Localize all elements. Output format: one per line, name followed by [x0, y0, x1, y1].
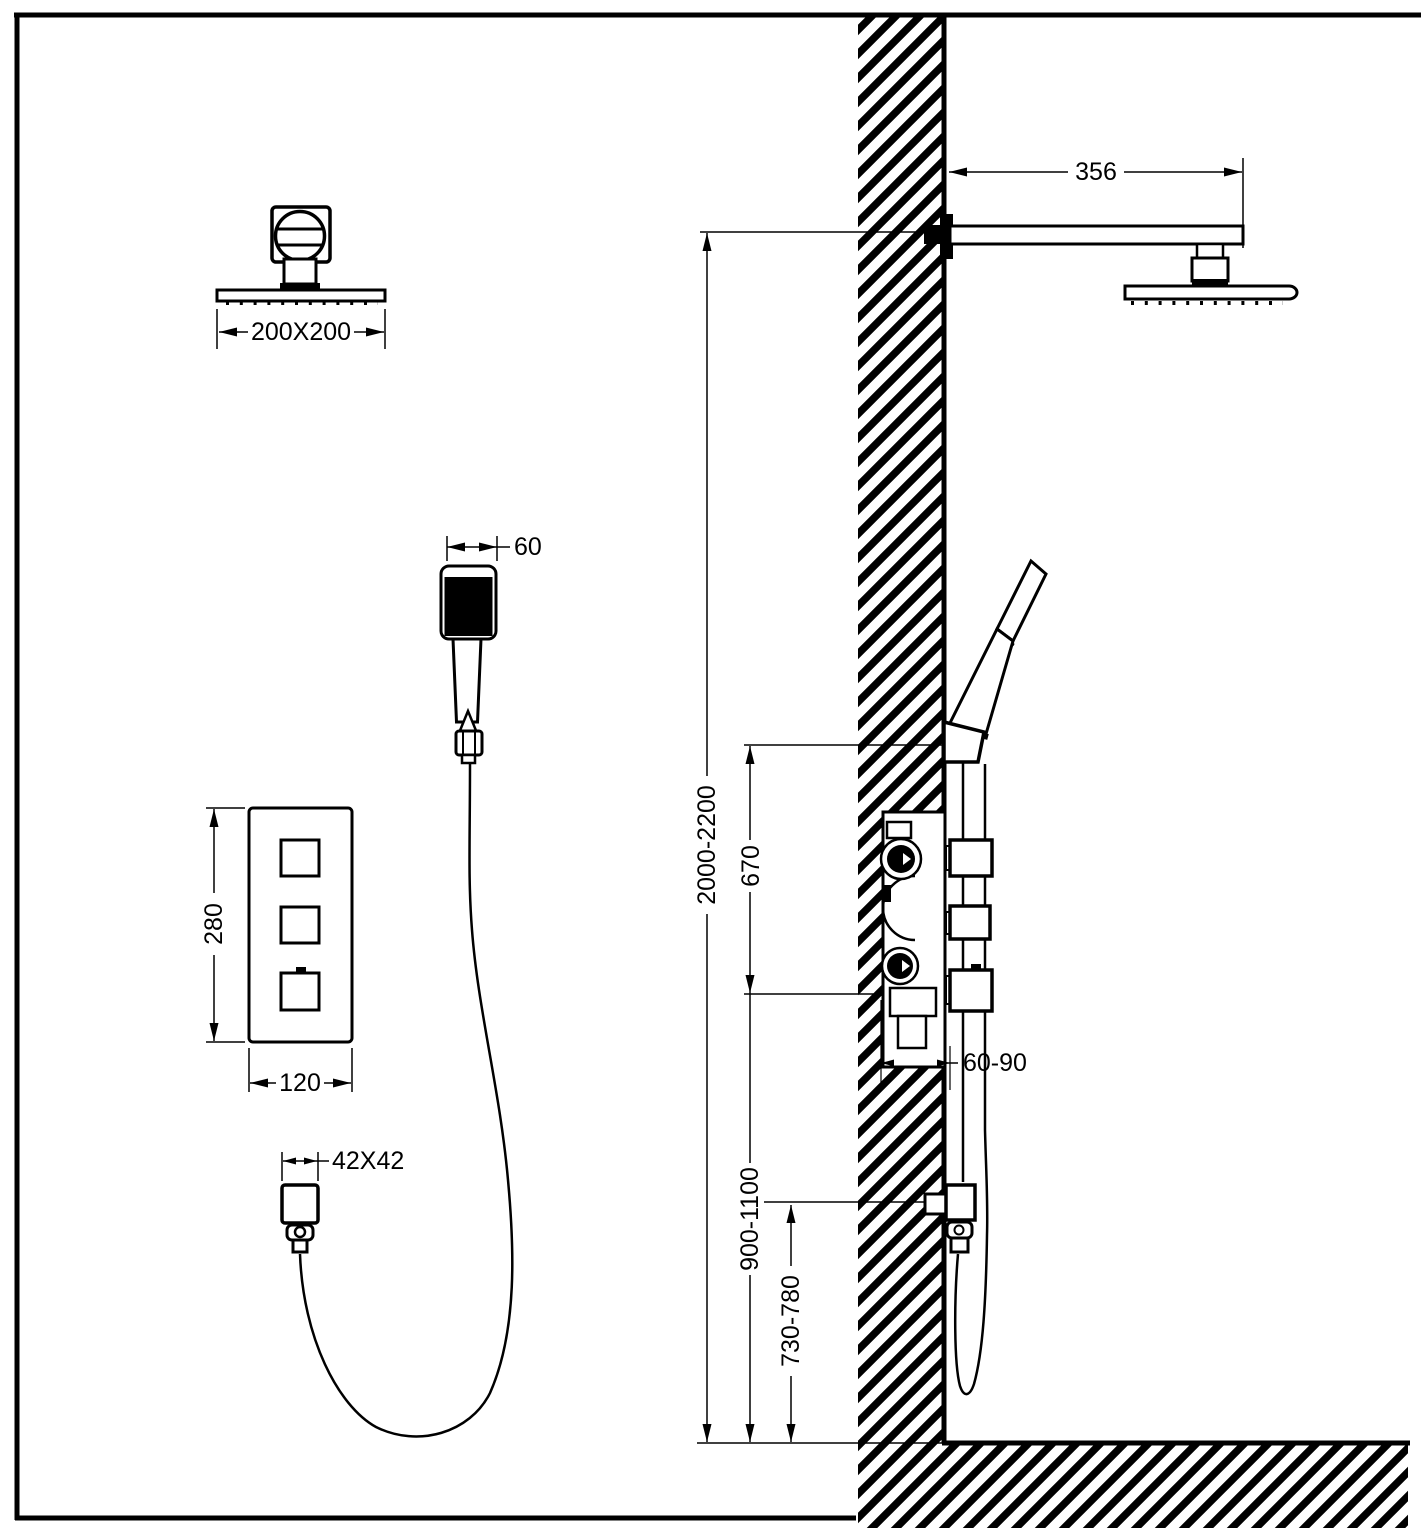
hand-shower-holder: [942, 719, 987, 764]
hose-nut: [454, 729, 484, 757]
valve-knob-side-3: [948, 968, 994, 1013]
dim-label-handshower-width: 60: [514, 533, 542, 561]
shower-hose: [298, 762, 514, 1438]
outlet-embedded-elbow: [923, 1192, 948, 1216]
dim-label-recess-depth: 60-90: [963, 1049, 1027, 1077]
valve-knob-2: [279, 905, 321, 945]
head-stem-lower: [1190, 256, 1230, 283]
outlet-connector-side: [949, 1236, 970, 1254]
valve-knob-3: [279, 971, 321, 1012]
knob-index-tab-side: [971, 964, 981, 970]
hose-connector: [460, 753, 477, 765]
hand-shower-face: [444, 577, 493, 636]
dim-label-outlet-height-range: 730-780: [777, 1275, 805, 1367]
overhead-shower-front-view: [215, 205, 387, 305]
valve-cartridge-1: [887, 845, 915, 873]
dim-label-panel-height: 280: [200, 903, 228, 945]
hand-shower-handle-side: [995, 558, 1048, 644]
shower-arm: [948, 224, 1245, 246]
wall-outlet-side-view: [923, 1183, 977, 1254]
dim-label-valve-span: 670: [737, 845, 765, 887]
outlet-connector: [291, 1238, 309, 1254]
valve-knob-1: [279, 838, 321, 878]
outlet-nut-detail: [293, 1225, 307, 1239]
dim-label-valve-height-range: 900-1100: [736, 1167, 764, 1271]
dim-label-height-overall: 2000-2200: [693, 785, 721, 905]
dim-label-arm-length: 356: [1075, 158, 1117, 186]
wall-section-hatched: [858, 15, 1408, 1528]
dim-label-panel-width: 120: [279, 1069, 321, 1097]
valve-knob-side-1: [948, 838, 994, 878]
dim-label-overhead-size: 200X200: [251, 318, 351, 346]
hand-shower-head-side: [946, 626, 1015, 736]
valve-knob-side-2: [948, 904, 992, 941]
wall-outlet-front-view: [280, 1183, 320, 1254]
dimension-lines: [206, 158, 1244, 1442]
shower-head-plate: [215, 288, 387, 303]
outlet-escutcheon-side: [944, 1183, 977, 1222]
overhead-head-side: [1123, 284, 1299, 301]
ball-joint: [273, 209, 327, 263]
valve-cartridge-2: [887, 953, 913, 979]
hand-shower-in-holder: [942, 558, 1048, 764]
concealed-valve-side-view: [879, 810, 994, 1069]
knob-index-tab: [296, 967, 306, 973]
shower-stem: [282, 257, 318, 286]
outlet-escutcheon: [280, 1183, 320, 1225]
shower-arm-side-view: [924, 214, 1299, 305]
head-stem-band: [1192, 279, 1228, 286]
dim-label-outlet-size: 42X42: [332, 1147, 404, 1175]
valve-trim-front-view: [247, 806, 354, 1044]
hand-shower-front-view: [439, 564, 498, 765]
head-stem-upper: [1195, 242, 1225, 260]
label-backgrounds: [200, 158, 1124, 1376]
dimension-arrows: [209, 167, 1242, 1442]
hand-shower-handle: [451, 637, 483, 724]
stem-flange: [280, 283, 320, 290]
dimension-labels: 200X200 60 280 120 42X42 356 2000-2200 6…: [200, 158, 1117, 1367]
drawing-frame: [14, 12, 1421, 1521]
shower-hose-side: [953, 764, 989, 1396]
ground-hatch: [858, 1443, 1408, 1528]
